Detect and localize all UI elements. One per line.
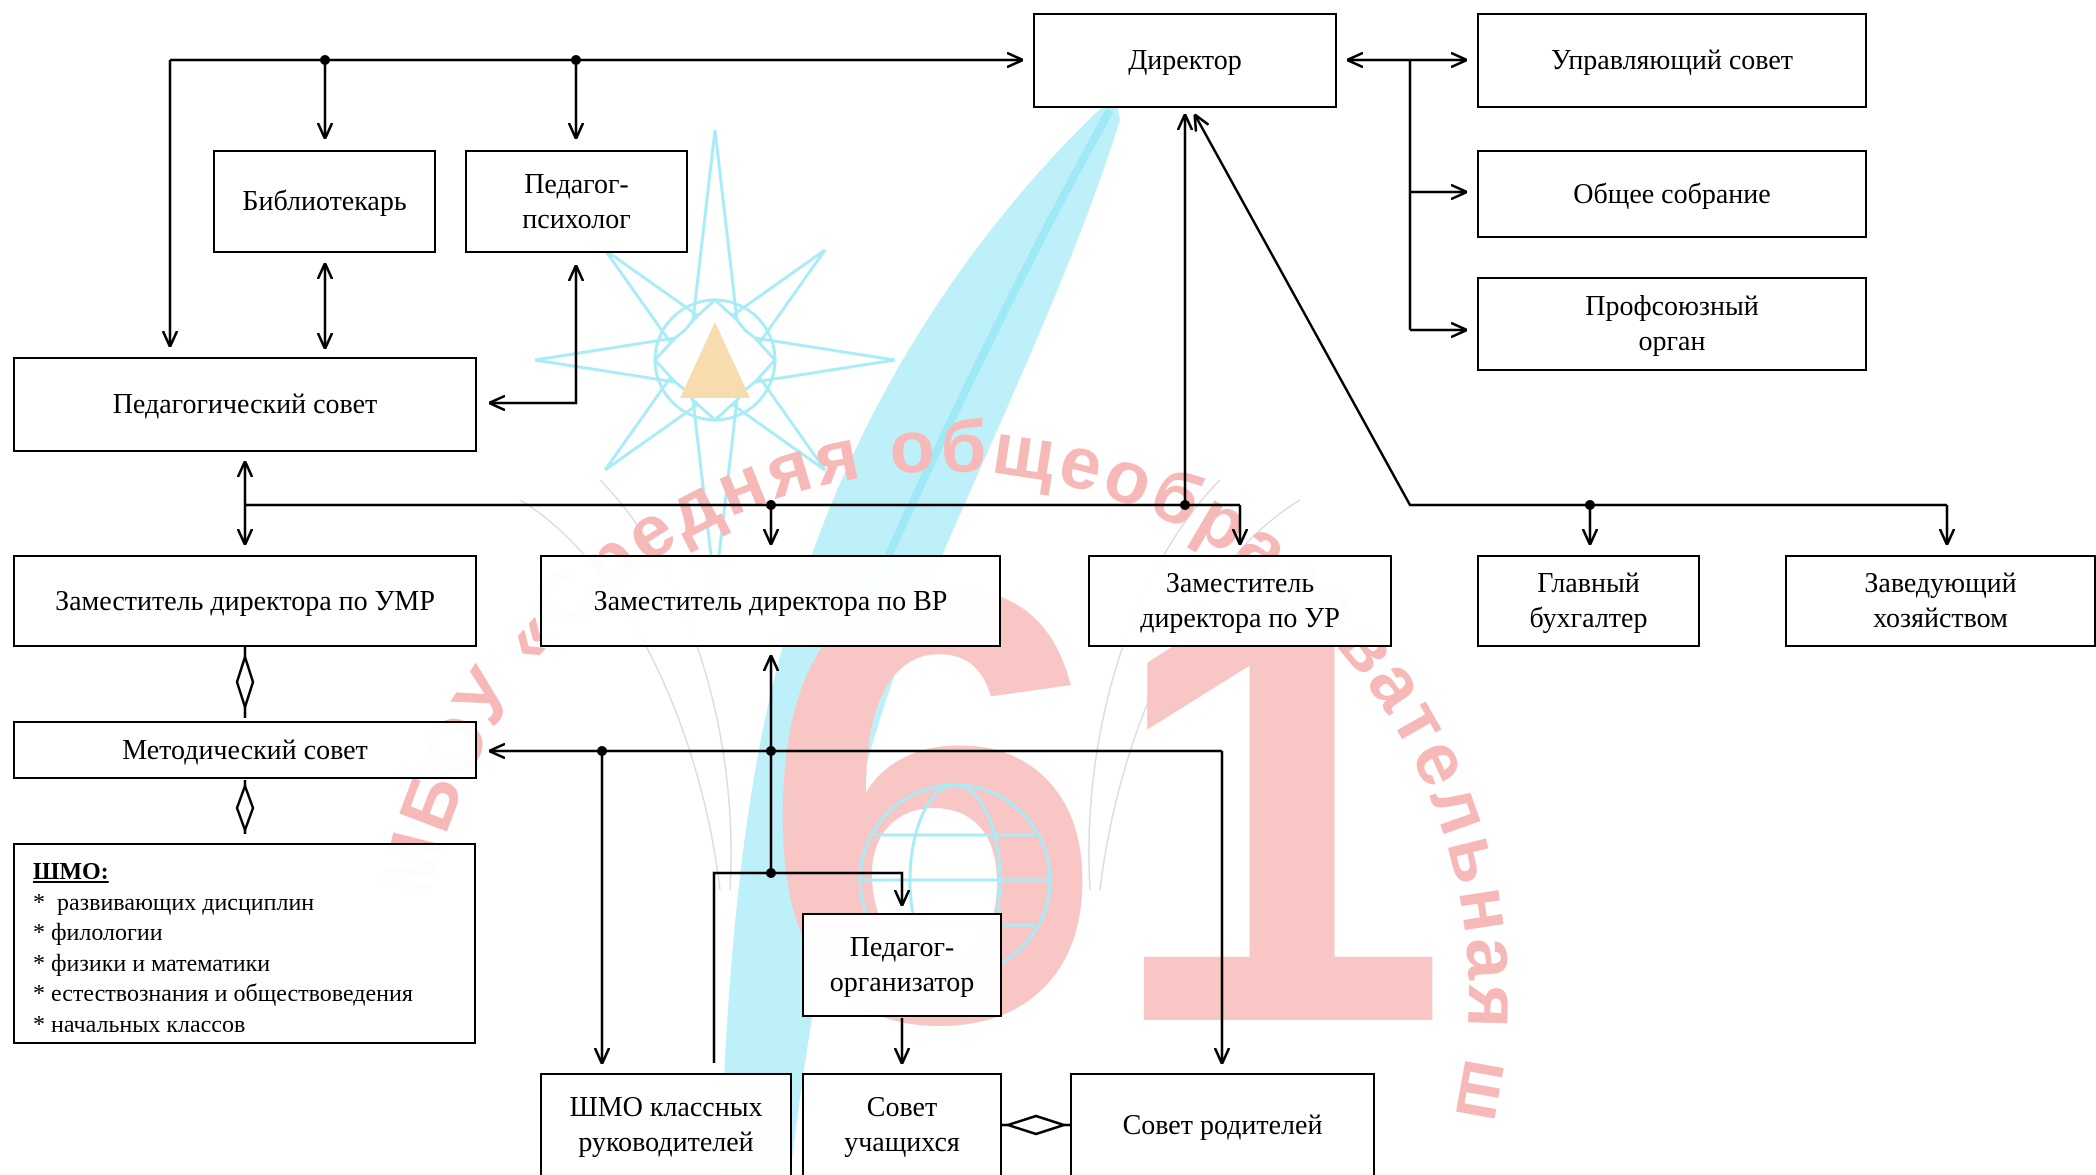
deputy-ur-label: Заместитель директора по УР xyxy=(1140,568,1340,634)
trade-union-box: Профсоюзный орган xyxy=(1477,277,1867,371)
student-council-label: Совет учащихся xyxy=(844,1092,960,1158)
psychologist-label: Педагог- психолог xyxy=(522,168,631,235)
deputy-umr-label: Заместитель директора по УМР xyxy=(55,585,435,617)
feather-shaft xyxy=(796,108,1114,762)
librarian-box: Библиотекарь xyxy=(213,150,436,253)
household-head-label: Заведующий хозяйством xyxy=(1864,568,2017,634)
general-meeting-box: Общее собрание xyxy=(1477,150,1867,238)
household-head-box: Заведующий хозяйством xyxy=(1785,555,2096,647)
director-label: Директор xyxy=(1128,45,1242,76)
organizer-label: Педагог- организатор xyxy=(829,932,975,998)
deputy-vr-label: Заместитель директора по ВР xyxy=(593,585,948,617)
ped-council-label: Педагогический совет xyxy=(112,389,378,420)
methodical-council-box: Методический совет xyxy=(13,721,477,779)
chief-accountant-box: Главный бухгалтер xyxy=(1477,555,1700,647)
shmo-title: ШМО: xyxy=(33,859,109,885)
parent-council-label: Совет родителей xyxy=(1122,1109,1323,1141)
trade-union-label: Профсоюзный орган xyxy=(1585,291,1759,357)
psychologist-box: Педагог- психолог xyxy=(465,150,688,253)
shmo-item: * начальных классов xyxy=(33,1011,246,1038)
governing-council-label: Управляющий совет xyxy=(1550,45,1794,76)
shmo-item: * естествознания и обществоведения xyxy=(33,981,413,1007)
general-meeting-label: Общее собрание xyxy=(1573,178,1771,210)
shmo-list-box: ШМО: * развивающих дисциплин * филологии… xyxy=(13,843,476,1044)
book-pages-icon xyxy=(519,479,1301,891)
shmo-item: * физики и математики xyxy=(33,950,271,977)
shmo-class-label: ШМО классных руководителей xyxy=(569,1092,763,1158)
shmo-item: * развивающих дисциплин xyxy=(33,889,315,916)
deputy-vr-box: Заместитель директора по ВР xyxy=(540,555,1001,647)
methodical-council-label: Методический совет xyxy=(122,734,368,766)
director-box: Директор xyxy=(1033,13,1337,108)
shmo-item: * филологии xyxy=(33,920,163,946)
deputy-umr-box: Заместитель директора по УМР xyxy=(13,555,477,647)
organizer-box: Педагог- организатор xyxy=(802,913,1002,1017)
parent-council-box: Совет родителей xyxy=(1070,1073,1375,1175)
deputy-ur-box: Заместитель директора по УР xyxy=(1088,555,1392,647)
compass-star-icon xyxy=(534,129,896,591)
governing-council-box: Управляющий совет xyxy=(1477,13,1867,108)
sun-triangle-icon xyxy=(680,322,750,398)
ped-council-box: Педагогический совет xyxy=(13,357,477,452)
student-council-box: Совет учащихся xyxy=(802,1073,1002,1175)
librarian-label: Библиотекарь xyxy=(242,186,407,217)
chief-accountant-label: Главный бухгалтер xyxy=(1529,568,1648,634)
shmo-class-box: ШМО классных руководителей xyxy=(540,1073,792,1175)
